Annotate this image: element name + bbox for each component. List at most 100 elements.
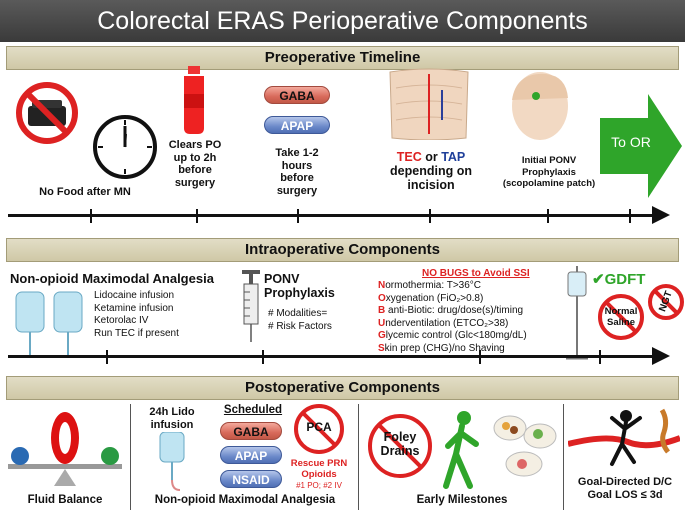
nobugs-text: kin prep (CHG)/no Shaving bbox=[384, 342, 505, 354]
intraop-tick bbox=[599, 350, 601, 364]
nobugs-letter: G bbox=[378, 330, 386, 341]
or-text: or bbox=[425, 150, 438, 164]
ponv-initial-label: Initial PONV Prophylaxis (scopolamine pa… bbox=[494, 155, 604, 190]
nobugs-list: Normothermia: T>36°C Oxygenation (FiO₂>0… bbox=[378, 280, 527, 355]
normal-saline-label: Normal Saline bbox=[604, 306, 638, 328]
iv-bags-icon bbox=[12, 286, 88, 360]
nobugs-letter: S bbox=[378, 342, 385, 354]
abdomen-icon bbox=[386, 68, 472, 141]
clock-icon bbox=[92, 114, 158, 180]
nobugs-text: xygenation (FiO₂>0.8) bbox=[385, 292, 484, 304]
finish-line-icon bbox=[567, 404, 682, 474]
diagram-title: Colorectal ERAS Perioperative Components bbox=[0, 0, 685, 42]
iv-pole-icon bbox=[564, 266, 590, 362]
rescue-line3: #1 PO; #2 IV bbox=[296, 481, 342, 490]
goal-dc: Goal-Directed D/C bbox=[577, 476, 673, 488]
tap-text: TAP bbox=[441, 150, 466, 164]
nobugs-text: lycemic control (Glc<180mg/dL) bbox=[385, 330, 527, 341]
nobugs-letter: U bbox=[378, 317, 386, 329]
intraop-analgesia-list: Lidocaine infusion Ketamine infusion Ket… bbox=[94, 290, 179, 340]
preop-tick bbox=[297, 209, 299, 223]
lido-label: 24h Lido infusion bbox=[149, 406, 195, 431]
preop-tick bbox=[629, 209, 631, 223]
no-ngt-icon bbox=[648, 284, 684, 320]
nobugs-item: Normothermia: T>36°C bbox=[378, 280, 527, 293]
preop-tick bbox=[547, 209, 549, 223]
fluid-balance-icon bbox=[6, 402, 124, 488]
tec-tap-label: TEC or TAP depending on incision bbox=[376, 150, 486, 192]
intraop-tick bbox=[262, 350, 264, 364]
nobugs-text: ormothermia: T>36°C bbox=[385, 280, 482, 291]
ponv-item: # Modalities= bbox=[268, 308, 328, 319]
postop-divider bbox=[563, 404, 564, 510]
nobugs-letter: B bbox=[378, 305, 386, 316]
nobugs-item: B anti-Biotic: drug/dose(s)/timing bbox=[378, 305, 527, 318]
postop-analgesia-label: Non-opioid Maximodal Analgesia bbox=[154, 494, 336, 506]
nobugs-title: NO BUGS to Avoid SSI bbox=[422, 268, 530, 279]
goal-los: Goal LOS ≤ 3d bbox=[587, 489, 663, 501]
nobugs-letter: N bbox=[378, 280, 386, 291]
nobugs-item: Skin prep (CHG)/no Shaving bbox=[378, 343, 527, 356]
head-patch-icon bbox=[506, 70, 572, 146]
preop-tick bbox=[196, 209, 198, 223]
postop-apap-pill: APAP bbox=[220, 446, 282, 464]
no-pca-icon bbox=[294, 404, 344, 454]
analgesia-item: Ketamine infusion bbox=[94, 302, 174, 314]
intraop-header: Intraoperative Components bbox=[6, 238, 679, 262]
nobugs-text: nderventilation (ETCO₂>38) bbox=[385, 317, 509, 329]
ponv-line3: (scopolamine patch) bbox=[502, 178, 596, 189]
postop-nsaid-pill: NSAID bbox=[220, 470, 282, 488]
goal-label: Goal-Directed D/C Goal LOS ≤ 3d bbox=[566, 476, 684, 502]
preop-tick bbox=[429, 209, 431, 223]
nobugs-item: Underventilation (ETCO₂>38) bbox=[378, 318, 527, 331]
no-food-icon bbox=[14, 80, 80, 146]
nobugs-item: Glycemic control (Glc<180mg/dL) bbox=[378, 330, 527, 343]
intraop-tick bbox=[106, 350, 108, 364]
tec-text: TEC bbox=[396, 150, 422, 164]
pca-label: PCA bbox=[306, 420, 332, 434]
preop-timeline bbox=[8, 214, 658, 217]
gaba-pill: GABA bbox=[264, 86, 330, 104]
foley-label: Foley Drains bbox=[380, 430, 420, 458]
postop-header: Postoperative Components bbox=[6, 376, 679, 400]
fluid-balance-label: Fluid Balance bbox=[27, 494, 103, 506]
nobugs-letter: O bbox=[378, 292, 386, 304]
no-foley-drains-icon bbox=[368, 414, 432, 478]
to-or-label: To OR bbox=[611, 134, 651, 150]
take-label: Take 1-2 hours before surgery bbox=[275, 147, 319, 197]
nobugs-text: anti-Biotic: drug/dose(s)/timing bbox=[385, 305, 524, 316]
postop-divider bbox=[358, 404, 359, 510]
preop-header: Preoperative Timeline bbox=[6, 46, 679, 70]
syringe-icon bbox=[240, 270, 262, 342]
no-normal-saline-icon bbox=[598, 294, 644, 340]
postop-gaba-pill: GABA bbox=[220, 422, 282, 440]
nobugs-item: Oxygenation (FiO₂>0.8) bbox=[378, 293, 527, 306]
intraop-timeline bbox=[8, 355, 658, 358]
intraop-ponv-list: # Modalities= # Risk Factors bbox=[268, 308, 332, 333]
walking-person-icon bbox=[436, 410, 486, 490]
depending-text: depending on incision bbox=[390, 164, 472, 192]
preop-tick bbox=[90, 209, 92, 223]
lido-iv-icon bbox=[156, 431, 188, 492]
ponv-item: # Risk Factors bbox=[268, 320, 332, 332]
analgesia-item: Ketorolac IV bbox=[94, 315, 149, 326]
intraop-tick bbox=[479, 350, 481, 364]
no-food-label: No Food after MN bbox=[39, 186, 131, 198]
preop-timeline-arrowhead bbox=[652, 206, 670, 224]
drink-bottle-icon bbox=[178, 66, 210, 136]
clears-label: Clears PO up to 2h before surgery bbox=[168, 139, 222, 189]
ponv-line1: Initial PONV bbox=[521, 155, 577, 166]
intraop-ponv-title: PONV Prophylaxis bbox=[264, 272, 335, 300]
intraop-ponv-line1: PONV bbox=[264, 272, 300, 286]
analgesia-item: Run TEC if present bbox=[94, 327, 179, 339]
milestones-label: Early Milestones bbox=[416, 494, 508, 506]
analgesia-item: Lidocaine infusion bbox=[94, 290, 175, 301]
gdft-label: ✔GDFT bbox=[592, 271, 646, 288]
intraop-timeline-arrowhead bbox=[652, 347, 670, 365]
ponv-line2: Prophylaxis bbox=[522, 166, 576, 178]
rescue-label: Rescue PRN Opioids #1 PO; #2 IV bbox=[286, 458, 352, 491]
rescue-line1: Rescue PRN bbox=[290, 458, 348, 469]
intraop-analgesia-title: Non-opioid Maximodal Analgesia bbox=[10, 271, 214, 286]
apap-pill: APAP bbox=[264, 116, 330, 134]
intraop-ponv-line2: Prophylaxis bbox=[264, 286, 335, 300]
